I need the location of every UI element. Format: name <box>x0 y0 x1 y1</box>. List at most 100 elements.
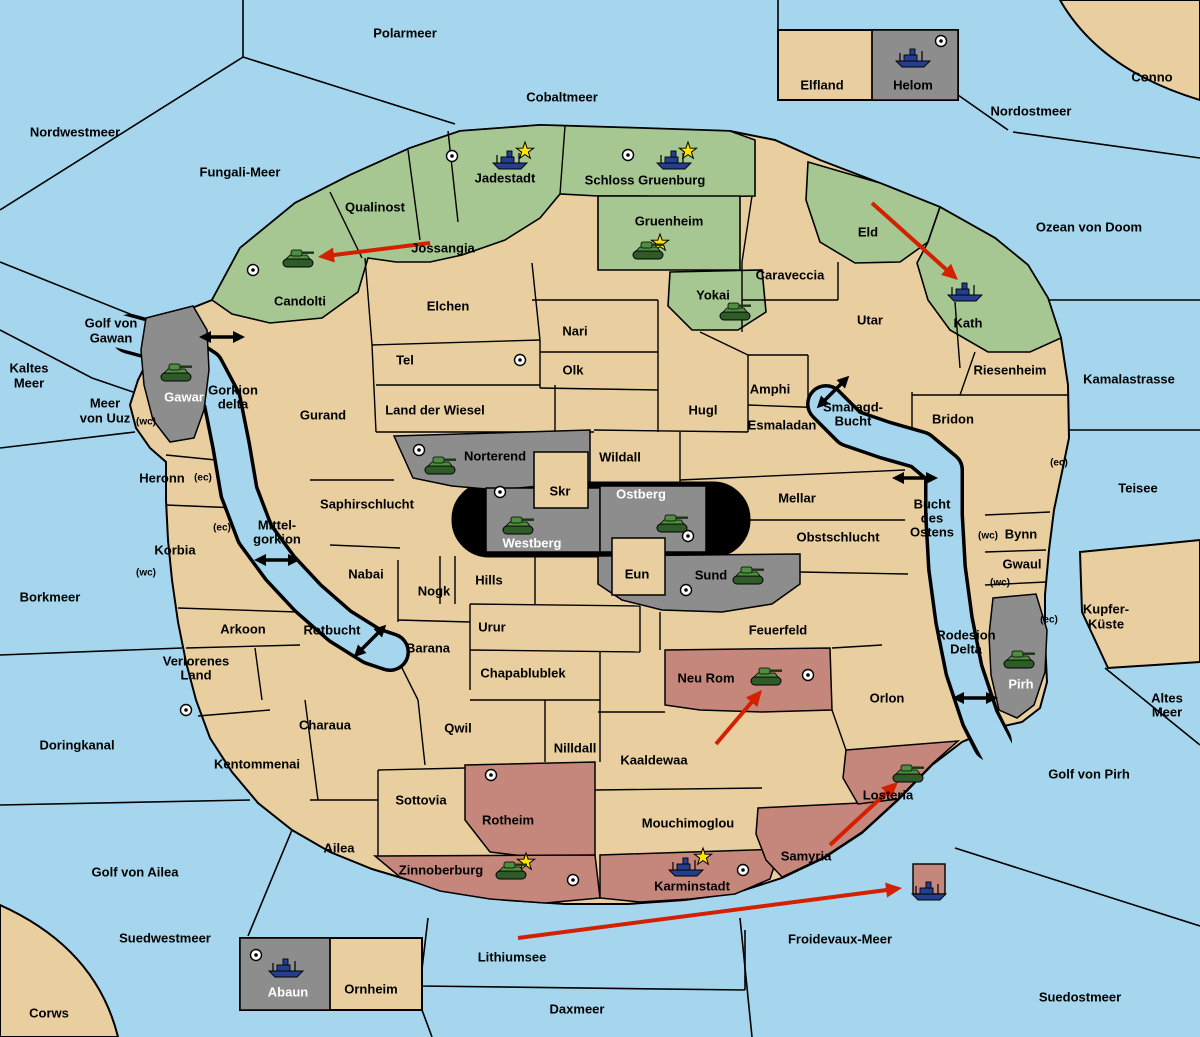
sea-border-1 <box>242 56 456 125</box>
label-territory-eld: Eld <box>858 225 878 240</box>
label-sea-delta: delta <box>218 397 249 412</box>
fleet-unit-abaun[interactable] <box>267 958 305 978</box>
label-territory-zinnoberburg: Zinnoberburg <box>399 863 484 878</box>
label-territory-nogk: Nogk <box>418 584 451 599</box>
supply-center-candolti <box>246 263 260 277</box>
army-unit-westberg[interactable] <box>502 516 534 535</box>
territory-border-36 <box>799 571 909 575</box>
territory-border-39 <box>831 709 847 751</box>
label-sea-suedostmeer: Suedostmeer <box>1039 990 1121 1005</box>
territory-border-60 <box>185 644 301 649</box>
territory-border-54 <box>417 699 426 766</box>
territory-border-49 <box>469 649 641 653</box>
sea-border-16 <box>0 431 136 449</box>
label-sea-bucht: Bucht <box>835 414 873 429</box>
label-territory-mellar: Mellar <box>778 491 816 506</box>
territory-border-23 <box>741 195 753 263</box>
territory-kupfer-k-ste[interactable] <box>1078 538 1200 670</box>
label-territory-kaaldewaa: Kaaldewaa <box>620 753 688 768</box>
label-sea-gorkion: gorkion <box>253 532 301 547</box>
fleet-unit-froidevaux-meer[interactable] <box>910 881 948 901</box>
sea-border-3 <box>957 94 1009 131</box>
territory-eun[interactable] <box>611 537 666 596</box>
label-sea-fungali-meer: Fungali-Meer <box>200 165 281 180</box>
supply-center-verlorenes-land <box>179 703 193 717</box>
label-territory-bridon: Bridon <box>932 412 974 427</box>
sea-border-14 <box>0 261 141 319</box>
label-territory-nabai: Nabai <box>348 567 383 582</box>
star-marker-schloss-gruenburg <box>677 140 699 160</box>
territory-border-59 <box>177 607 299 613</box>
label-territory-nilldall: Nilldall <box>554 741 597 756</box>
army-unit-yokai[interactable] <box>719 302 751 321</box>
label-territory-gawar: Gawar <box>164 390 204 405</box>
label-territory-nari: Nari <box>562 324 587 339</box>
army-unit-zinnoberburg[interactable] <box>495 861 527 880</box>
army-unit-gruenheim[interactable] <box>632 241 664 260</box>
territory-eld[interactable] <box>805 160 942 264</box>
army-unit-candolti[interactable] <box>282 249 314 268</box>
territory-border-32 <box>984 549 1047 553</box>
territory-border-16 <box>593 429 749 433</box>
army-unit-gawar[interactable] <box>160 363 192 382</box>
army-unit-losteria[interactable] <box>892 764 924 783</box>
fleet-unit-schloss-gruenburg[interactable] <box>655 150 693 170</box>
label-sea-altes: Altes <box>1151 691 1183 706</box>
label-sea-golf-von-pirh: Golf von Pirh <box>1048 767 1130 782</box>
territory-neu-rom[interactable] <box>664 647 833 713</box>
territory-ostberg[interactable] <box>599 485 707 553</box>
label-territory-elchen: Elchen <box>427 299 470 314</box>
fleet-unit-kath[interactable] <box>946 282 984 302</box>
label-territory-olk: Olk <box>563 363 585 378</box>
label-sea-cobaltmeer: Cobaltmeer <box>526 90 598 105</box>
strait-crossing-arrow-0 <box>199 331 245 343</box>
fleet-unit-helom[interactable] <box>894 48 932 68</box>
label-sea-kamalastrasse: Kamalastrasse <box>1083 372 1175 387</box>
label-sea-daxmeer: Daxmeer <box>550 1002 605 1017</box>
fleet-unit-jadestadt[interactable] <box>491 150 529 170</box>
label-sea-meer: Meer <box>14 376 44 391</box>
move-arrow-2 <box>714 690 762 746</box>
label-sea-smaragd: Smaragd- <box>823 400 883 415</box>
territory-border-38 <box>831 644 883 649</box>
label-territory-caraveccia: Caraveccia <box>756 268 825 283</box>
territory-rotheim[interactable] <box>464 761 596 859</box>
arrow-head <box>885 882 902 898</box>
coast-marker-3: (wc) <box>136 568 156 579</box>
territory-border-27 <box>954 301 961 369</box>
label-territory-neu-rom: Neu Rom <box>677 671 734 686</box>
territory-border-13 <box>539 387 659 391</box>
label-territory-sund: Sund <box>695 568 728 583</box>
label-territory-urur: Urur <box>478 620 505 635</box>
army-unit-neu-rom[interactable] <box>750 667 782 686</box>
army-unit-pirh[interactable] <box>1003 650 1035 669</box>
fleet-unit-karminstadt[interactable] <box>667 857 705 877</box>
territory-skr[interactable] <box>533 451 589 509</box>
label-territory-sottovia: Sottovia <box>395 793 447 808</box>
label-territory-ailea: Ailea <box>323 841 355 856</box>
label-sea-suedwestmeer: Suedwestmeer <box>119 931 211 946</box>
territory-zinnoberburg[interactable] <box>372 854 601 904</box>
sea-border-4 <box>1012 131 1200 159</box>
supply-center-jadestadt <box>445 149 459 163</box>
army-unit-ostberg[interactable] <box>656 514 688 533</box>
label-territory-kentommenai: Kentommenai <box>214 757 300 772</box>
label-territory-korbia: Korbia <box>154 543 196 558</box>
move-arrow-1 <box>870 201 958 280</box>
arrow-head <box>318 247 335 263</box>
sea-border-7 <box>1104 667 1200 746</box>
territory-border-3 <box>559 125 566 195</box>
label-territory-schloss-gruenburg: Schloss Gruenburg <box>585 173 706 188</box>
label-sea-froidevaux-meer: Froidevaux-Meer <box>788 932 892 947</box>
coast-marker-5: (wc) <box>978 531 998 542</box>
strait-crossing-arrow-5 <box>952 692 998 704</box>
army-unit-sund[interactable] <box>732 566 764 585</box>
arrow-head <box>745 690 762 708</box>
territory-kath[interactable] <box>916 205 1062 353</box>
army-unit-norterend[interactable] <box>424 456 456 475</box>
territory-gruenheim[interactable] <box>597 195 741 271</box>
supply-center-sund <box>679 583 693 597</box>
label-territory-wildall: Wildall <box>599 450 641 465</box>
